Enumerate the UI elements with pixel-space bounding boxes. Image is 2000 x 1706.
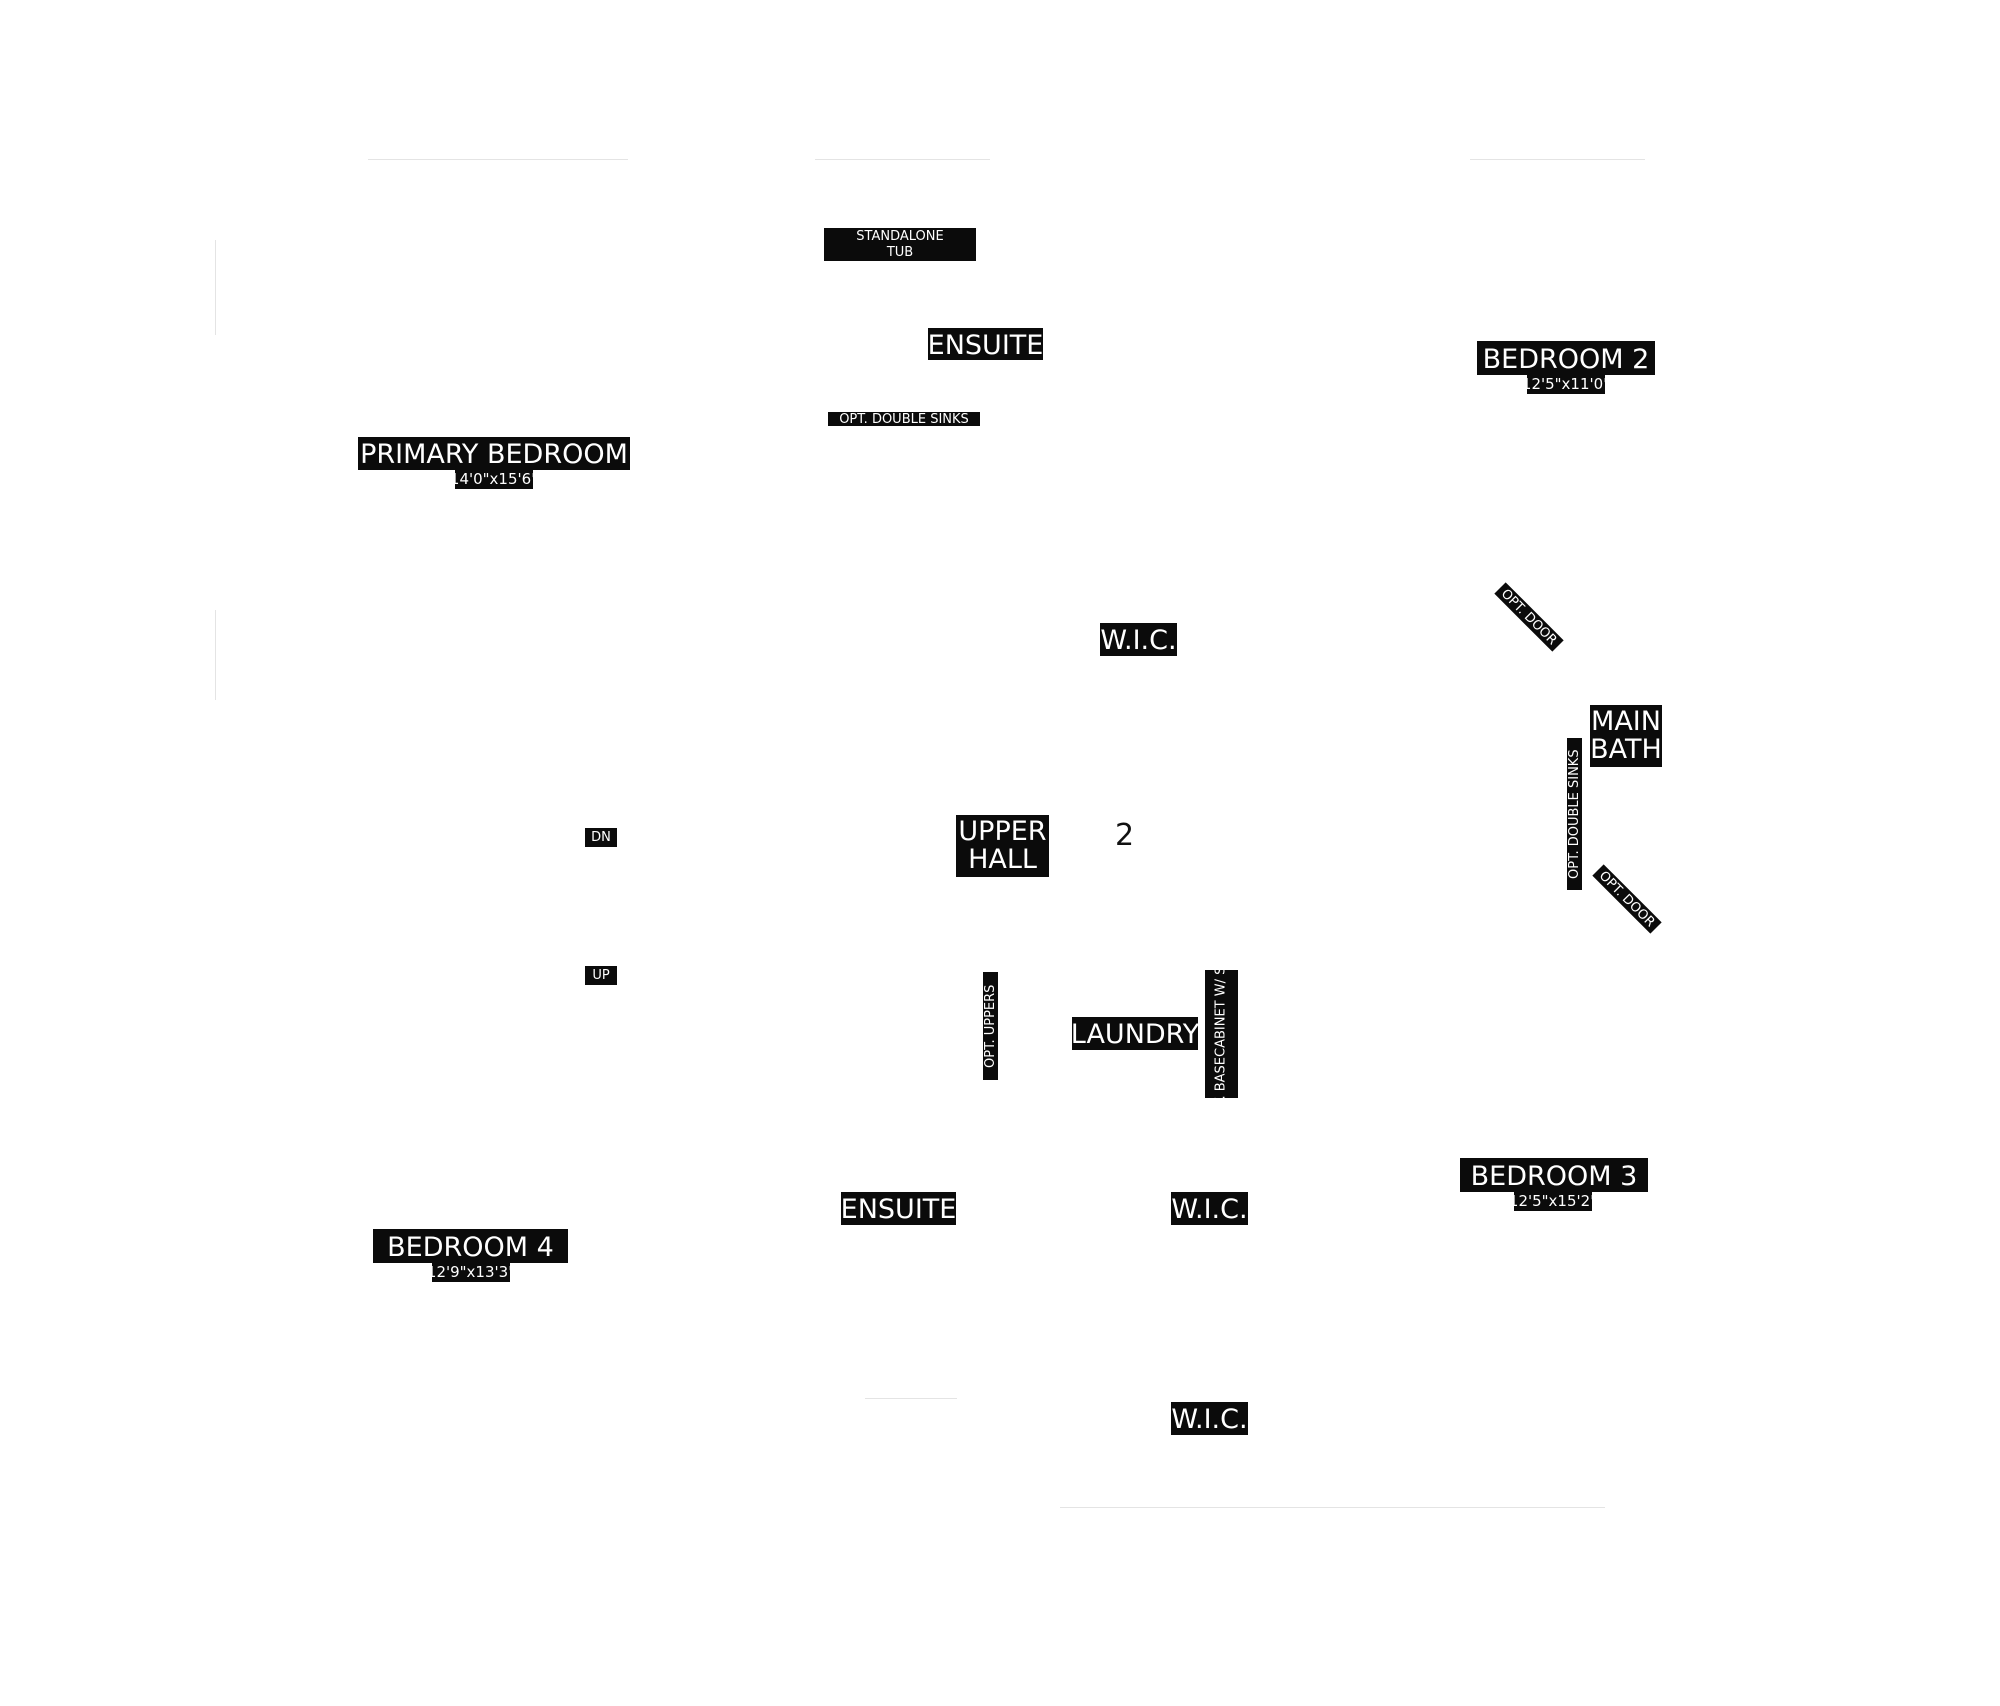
opt-double-sinks-bath-label: OPT. DOUBLE SINKS [1567, 738, 1582, 890]
wall-segment [215, 610, 216, 700]
bedroom-3-dimensions: 12'5"x15'2" [1508, 1192, 1598, 1211]
standalone-tub-line2: TUB [886, 244, 914, 260]
upper-hall-line1: UPPER [958, 815, 1047, 847]
opt-base-cabinet-line1: OPT. BASE [1213, 1056, 1229, 1124]
wic-2-label: W.I.C. [1171, 1192, 1248, 1225]
wall-segment [215, 240, 216, 335]
bedroom-2-label: BEDROOM 2 [1477, 341, 1655, 375]
ensuite-bottom-label: ENSUITE [840, 1192, 957, 1225]
bedroom-3-label: BEDROOM 3 [1460, 1158, 1648, 1192]
primary-bedroom-dimensions: 14'0"x15'6" [449, 470, 539, 489]
upper-hall-line2: HALL [968, 844, 1037, 875]
upper-hall-label: UPPER HALL [956, 815, 1049, 877]
wic-3-label: W.I.C. [1171, 1402, 1248, 1435]
wall-segment [865, 1398, 957, 1399]
main-bath-line2: BATH [1590, 734, 1662, 765]
stair-up-label: UP [585, 966, 617, 985]
floor-number: 2 [1115, 818, 1135, 853]
opt-uppers-label: OPT. UPPERS [983, 972, 998, 1080]
ensuite-top-label: ENSUITE [927, 328, 1044, 361]
wic-1-label: W.I.C. [1100, 623, 1177, 656]
wall-segment [368, 159, 628, 160]
opt-door-2-label: OPT. DOOR [1592, 864, 1662, 934]
bedroom-2-dimensions: 12'5"x11'0" [1521, 375, 1611, 394]
wall-segment [1470, 159, 1645, 160]
stair-down-label: DN [585, 828, 617, 847]
standalone-tub-line1: STANDALONE [856, 228, 944, 244]
bedroom-4-label: BEDROOM 4 [373, 1229, 568, 1263]
main-bath-line1: MAIN [1591, 705, 1661, 737]
opt-double-sinks-ensuite-label: OPT. DOUBLE SINKS [828, 412, 980, 426]
opt-door-1-label: OPT. DOOR [1494, 582, 1564, 652]
opt-base-cabinet-line2: CABINET W/ SINK [1213, 944, 1229, 1057]
wall-segment [815, 159, 990, 160]
main-bath-label: MAIN BATH [1590, 705, 1662, 767]
primary-bedroom-label: PRIMARY BEDROOM [358, 437, 630, 470]
laundry-label: LAUNDRY [1070, 1017, 1200, 1050]
bedroom-4-dimensions: 12'9"x13'3" [426, 1263, 516, 1282]
opt-base-cabinet-label: OPT. BASE CABINET W/ SINK [1205, 944, 1238, 1124]
standalone-tub-label: STANDALONE TUB [824, 228, 976, 261]
wall-segment [1060, 1507, 1605, 1508]
